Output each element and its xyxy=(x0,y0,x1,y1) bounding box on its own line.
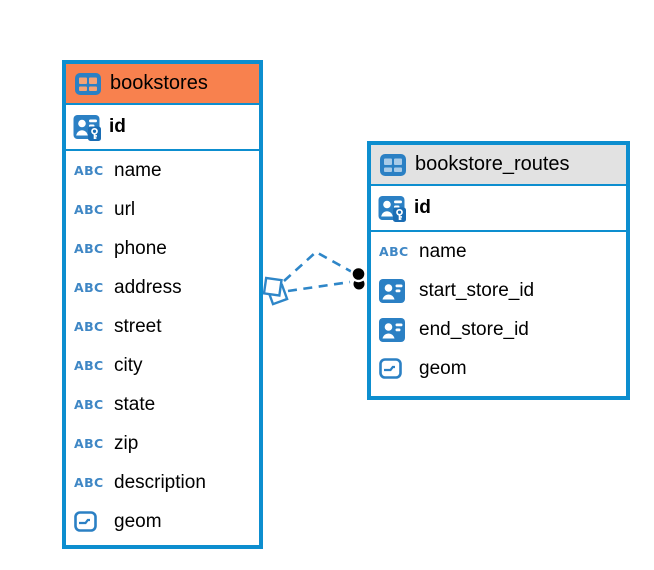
column-row-name[interactable]: ABC name xyxy=(66,151,259,190)
column-row-geom[interactable]: geom xyxy=(66,502,259,541)
column-row-start_store_id[interactable]: start_store_id xyxy=(371,271,626,310)
geometry-column-icon xyxy=(379,358,413,379)
reference-column-icon xyxy=(379,278,413,303)
reference-column-icon xyxy=(379,317,413,342)
column-row-description[interactable]: ABC description xyxy=(66,463,259,502)
column-name: state xyxy=(114,393,156,415)
text-column-icon: ABC xyxy=(74,436,104,451)
relationship-diamond-markers xyxy=(262,276,289,306)
primary-key-row[interactable]: id xyxy=(66,105,259,151)
relationship-line-end-store[interactable] xyxy=(287,280,351,293)
table-title: bookstore_routes xyxy=(415,153,570,175)
column-row-name[interactable]: ABC name xyxy=(371,232,626,271)
column-name: zip xyxy=(114,432,139,454)
column-row-zip[interactable]: ABC zip xyxy=(66,424,259,463)
column-name: geom xyxy=(114,510,162,532)
column-row-end_store_id[interactable]: end_store_id xyxy=(371,310,626,349)
primary-key-name: id xyxy=(414,197,431,218)
text-column-icon: ABC xyxy=(74,280,104,295)
column-row-url[interactable]: ABC url xyxy=(66,190,259,229)
table-icon xyxy=(380,153,406,176)
table-header[interactable]: bookstores xyxy=(66,64,259,105)
column-name: city xyxy=(114,354,143,376)
primary-key-row[interactable]: id xyxy=(371,186,626,232)
primary-key-icon xyxy=(378,195,407,222)
text-column-icon: ABC xyxy=(74,319,104,334)
text-column-icon: ABC xyxy=(74,397,104,412)
column-name: street xyxy=(114,315,162,337)
column-row-address[interactable]: ABC address xyxy=(66,268,259,307)
text-column-icon: ABC xyxy=(379,244,409,259)
column-row-street[interactable]: ABC street xyxy=(66,307,259,346)
column-row-state[interactable]: ABC state xyxy=(66,385,259,424)
column-name: geom xyxy=(419,357,467,379)
column-name: name xyxy=(114,159,162,181)
column-name: url xyxy=(114,198,136,220)
column-name: start_store_id xyxy=(419,279,535,301)
column-row-phone[interactable]: ABC phone xyxy=(66,229,259,268)
column-row-city[interactable]: ABC city xyxy=(66,346,259,385)
table-icon xyxy=(75,72,101,95)
text-column-icon: ABC xyxy=(74,358,104,373)
column-name: address xyxy=(114,276,182,298)
column-row-geom[interactable]: geom xyxy=(371,349,626,388)
text-column-icon: ABC xyxy=(74,475,104,490)
relationship-dot-markers xyxy=(350,265,367,292)
table-title: bookstores xyxy=(110,72,208,94)
diamond-marker-front xyxy=(262,276,283,297)
relationship-line-start-store[interactable] xyxy=(283,250,353,282)
primary-key-name: id xyxy=(109,116,126,137)
text-column-icon: ABC xyxy=(74,202,104,217)
column-name: description xyxy=(114,471,206,493)
column-name: end_store_id xyxy=(419,318,529,340)
table-header[interactable]: bookstore_routes xyxy=(371,145,626,186)
text-column-icon: ABC xyxy=(74,241,104,256)
dot-marker-front xyxy=(350,265,367,283)
primary-key-icon xyxy=(73,114,102,141)
geometry-column-icon xyxy=(74,511,108,532)
text-column-icon: ABC xyxy=(74,163,104,178)
table-bookstore-routes[interactable]: bookstore_routes id ABC name start_store_i… xyxy=(367,141,630,400)
column-name: phone xyxy=(114,237,167,259)
column-name: name xyxy=(419,240,467,262)
